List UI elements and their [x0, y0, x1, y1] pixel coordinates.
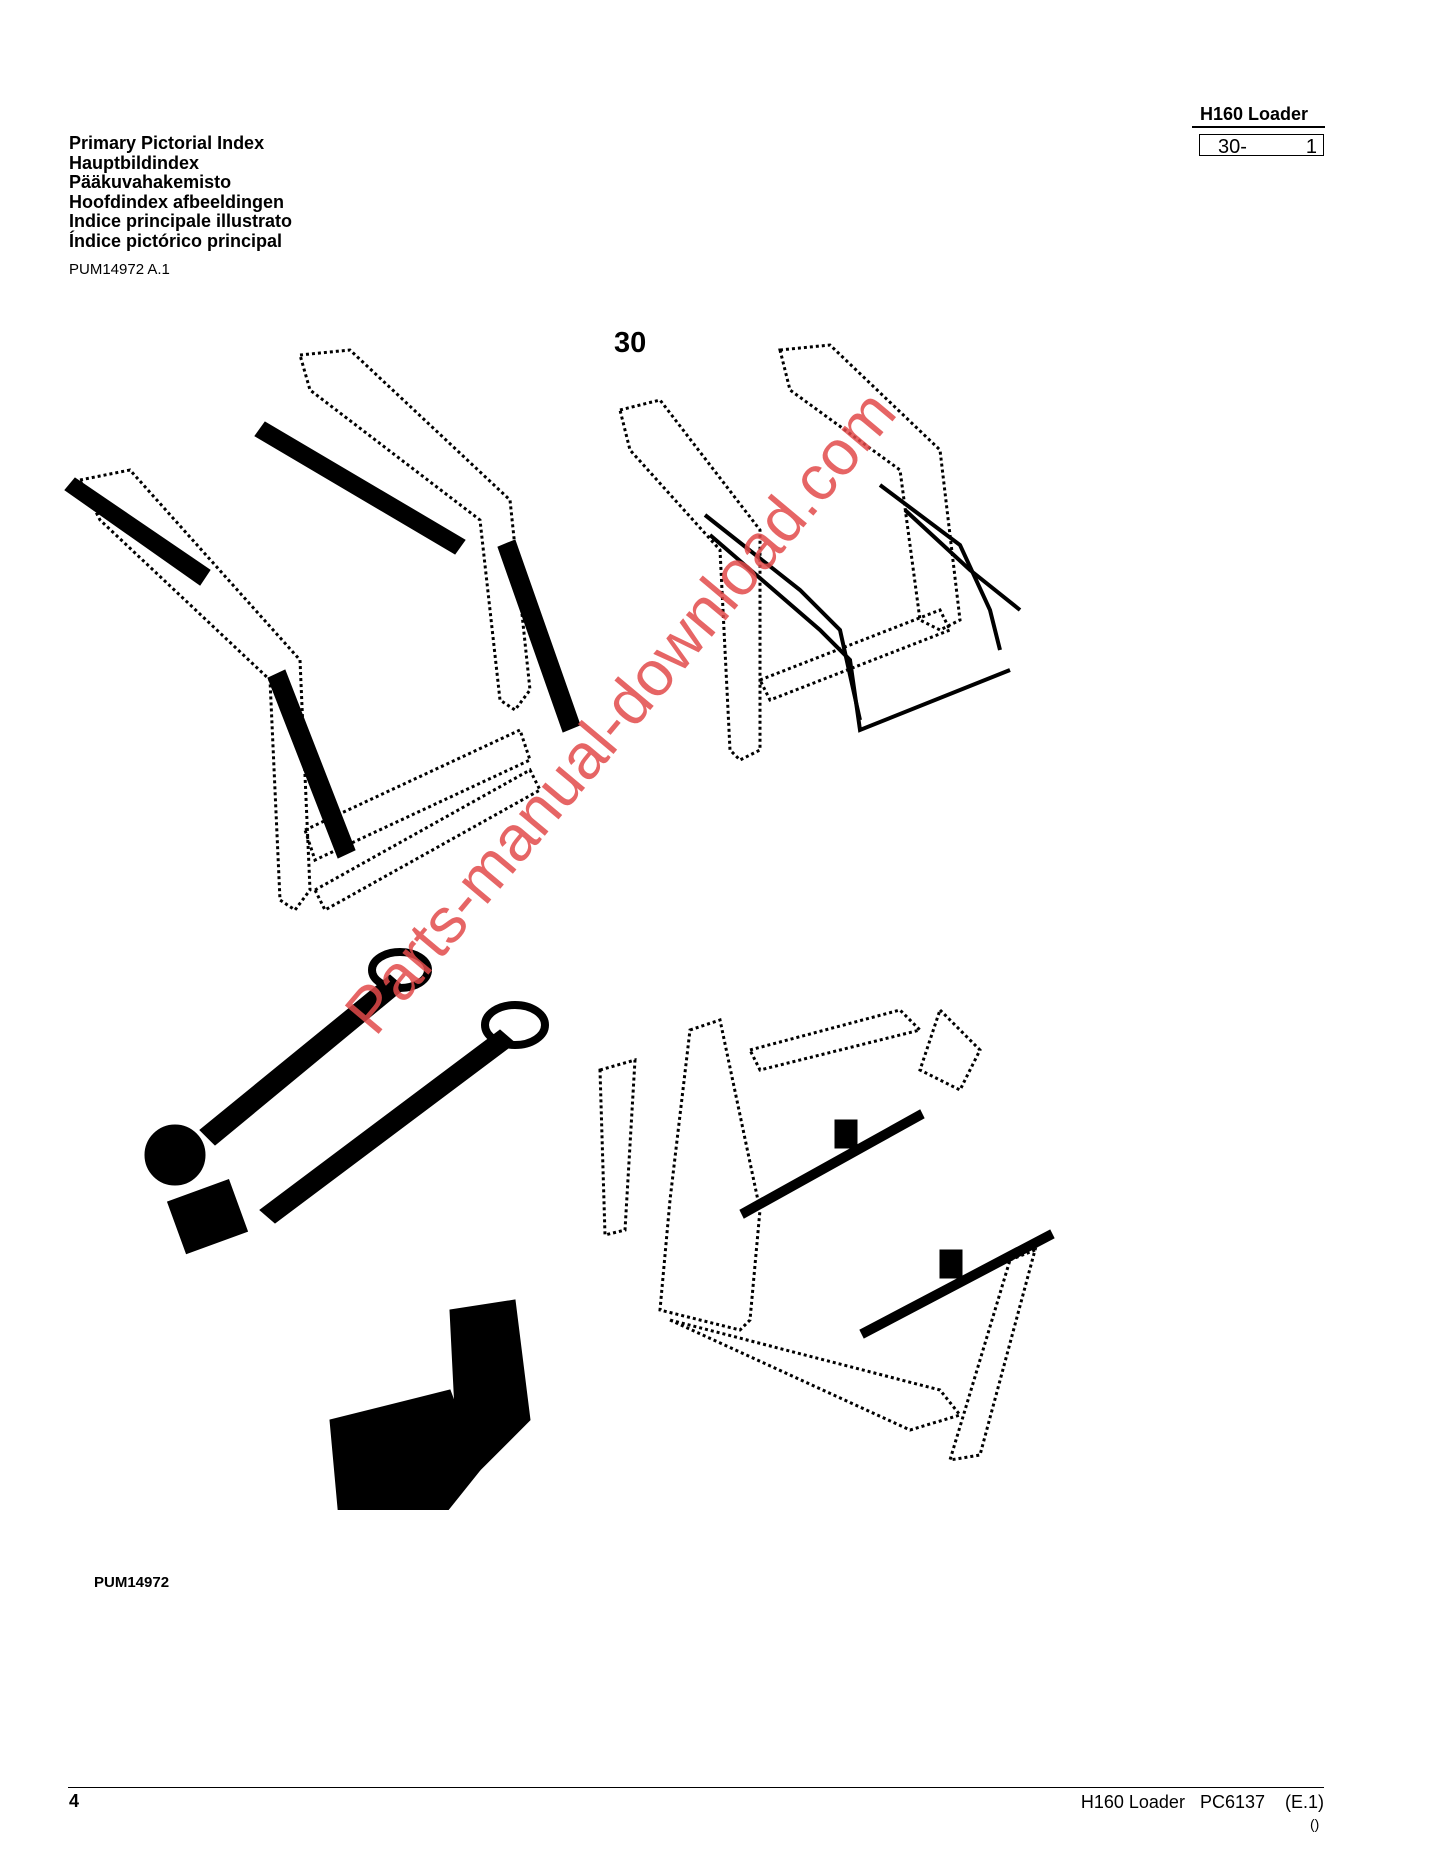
lift-cylinder-2 — [254, 421, 466, 555]
parts-illustration — [64, 343, 1055, 1510]
title-italian: Indice principale illustrato — [69, 211, 293, 231]
title-finnish: Pääkuvahakemisto — [69, 172, 232, 192]
header-model-title: H160 Loader — [1200, 104, 1309, 124]
title-spanish: Índice pictórico principal — [69, 230, 283, 251]
loader-crossbar — [303, 727, 532, 863]
bucket-cylinder-1 — [267, 669, 356, 859]
page-ref-section: 30- — [1218, 136, 1247, 158]
figure-id: PUM14972 — [94, 1574, 170, 1591]
group-number: 30 — [614, 327, 647, 359]
control-valve-body — [329, 1389, 481, 1510]
control-cable-4 — [859, 1229, 1055, 1339]
footer-page-number: 4 — [69, 1791, 80, 1811]
page-reference-box: 30- 1 — [1199, 134, 1324, 158]
title-german: Hauptbildindex — [69, 152, 199, 173]
footer-rule — [68, 1787, 1324, 1788]
header-rule — [1192, 126, 1325, 128]
hydraulic-line-4 — [903, 508, 1022, 612]
hydraulic-line-3 — [878, 483, 1002, 651]
title-dutch: Hoofdindex afbeeldingen — [69, 191, 285, 212]
lift-cylinder-1 — [64, 477, 211, 586]
bucket-linkage-frame — [658, 1018, 762, 1332]
title-block: Primary Pictorial Index Hauptbildindex P… — [69, 133, 293, 251]
hydraulic-line-1 — [703, 513, 862, 721]
document-code: PUM14972 A.1 — [69, 261, 170, 278]
loader-frame-right-view — [618, 398, 762, 762]
hydraulic-line-2 — [708, 533, 1011, 733]
footer-info: H160 Loader PC6137 (E.1) — [1080, 1792, 1324, 1812]
control-cable-3 — [739, 1109, 925, 1219]
footer-note: () — [1310, 1816, 1320, 1832]
loader-frame-left-arm — [77, 468, 312, 913]
title-english: Primary Pictorial Index — [69, 133, 265, 153]
control-valve-bracket — [449, 1299, 531, 1471]
bucket-cylinder-2 — [497, 539, 581, 733]
page-ref-page: 1 — [1305, 136, 1317, 158]
